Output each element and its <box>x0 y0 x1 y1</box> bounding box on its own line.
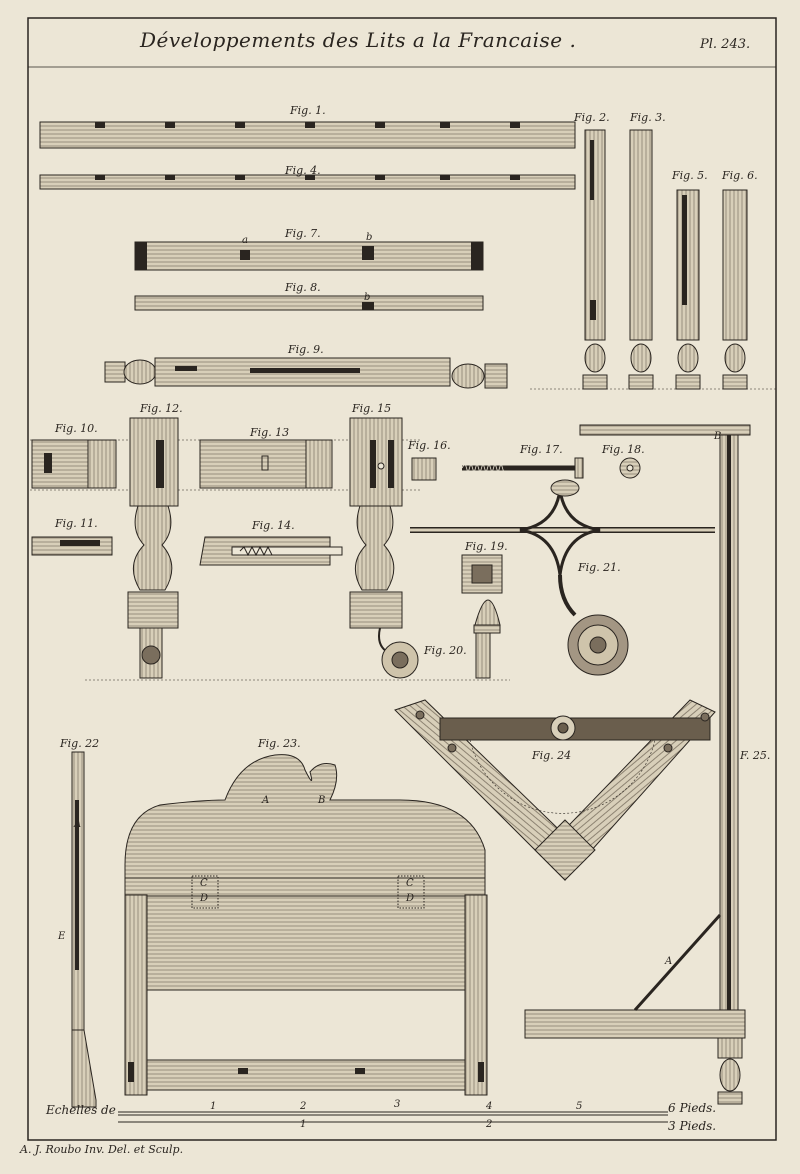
fig9-rail <box>104 357 508 389</box>
fig2-post <box>582 129 608 390</box>
letter-b-fig8: b <box>364 292 371 303</box>
fig17-label: Fig. 17. <box>520 443 563 456</box>
letter-C-left: C <box>200 878 208 889</box>
fig24-brace <box>394 699 716 881</box>
fig22-label: Fig. 22 <box>60 737 100 750</box>
fig19-label: Fig. 19. <box>465 540 508 553</box>
fig16-plate <box>411 457 437 481</box>
fig13-label: Fig. 13 <box>250 426 290 439</box>
fig8-label: Fig. 8. <box>285 281 321 294</box>
fig20-caster <box>473 599 501 679</box>
letter-B: B <box>318 795 326 806</box>
fig14-label: Fig. 14. <box>252 519 295 532</box>
fig6-post <box>722 189 748 390</box>
scale-bottom-tick-2: 2 <box>486 1119 493 1130</box>
fig11-part <box>31 536 113 556</box>
scale-6-pieds: 6 Pieds. <box>668 1101 717 1115</box>
fig12-label: Fig. 12. <box>140 402 183 415</box>
fig21-label: Fig. 21. <box>578 561 621 574</box>
fig25-label: F. 25. <box>740 749 771 762</box>
fig15-post <box>349 417 419 679</box>
fig3-label: Fig. 3. <box>630 111 666 124</box>
scale-tick-4: 4 <box>486 1101 493 1112</box>
letter-b-fig7: b <box>366 232 373 243</box>
fig17-screw <box>461 457 584 479</box>
letter-A-fig25: A <box>665 956 673 967</box>
scale-3-pieds: 3 Pieds. <box>668 1119 717 1133</box>
scale-tick-5: 5 <box>576 1101 583 1112</box>
fig9-label: Fig. 9. <box>288 343 324 356</box>
letter-D-right: D <box>406 893 415 904</box>
fig1-label: Fig. 1. <box>290 104 326 117</box>
scale-label: Echelles de <box>46 1103 116 1117</box>
scale-tick-2: 2 <box>300 1101 307 1112</box>
letter-B-fig25: B <box>714 431 722 442</box>
fig13-part <box>199 439 333 489</box>
letter-E: E <box>58 931 66 942</box>
fig4-label: Fig. 4. <box>285 164 321 177</box>
fig15-label: Fig. 15 <box>352 402 392 415</box>
fig2-label: Fig. 2. <box>574 111 610 124</box>
fig8-rail <box>134 295 484 311</box>
fig10-label: Fig. 10. <box>55 422 98 435</box>
fig25-post <box>524 424 751 1105</box>
letter-D-left: D <box>200 893 209 904</box>
fig23-label: Fig. 23. <box>258 737 301 750</box>
scale-bottom-tick-1: 1 <box>300 1119 307 1130</box>
fig24-label: Fig. 24 <box>532 749 572 762</box>
fig18-washer <box>619 457 641 479</box>
plate-border <box>27 17 777 1141</box>
fig7-label: Fig. 7. <box>285 227 321 240</box>
letter-A: A <box>262 795 270 806</box>
fig22-post <box>71 751 97 1108</box>
plate-number: Pl. 243. <box>700 37 751 52</box>
letter-a: a <box>242 235 248 246</box>
scale-bars <box>118 1111 668 1123</box>
fig20-label: Fig. 20. <box>424 644 467 657</box>
fig18-label: Fig. 18. <box>602 443 645 456</box>
fig16-label: Fig. 16. <box>408 439 451 452</box>
fig21-bracket <box>410 479 715 676</box>
fig14-part <box>199 536 343 566</box>
fig5-post <box>675 189 701 390</box>
fig3-post <box>628 129 654 390</box>
fig11-label: Fig. 11. <box>55 517 98 530</box>
letter-A-fig22: A <box>74 819 82 830</box>
fig7-rail <box>134 241 484 271</box>
fig19-plate <box>461 554 503 594</box>
fig10-part <box>31 439 117 489</box>
scale-tick-3: 3 <box>394 1099 401 1110</box>
fig4-rail <box>39 174 576 190</box>
plate-title: Développements des Lits a la Francaise . <box>140 28 577 52</box>
scale-tick-1: 1 <box>210 1101 217 1112</box>
fig5-label: Fig. 5. <box>672 169 708 182</box>
fig23-headboard <box>124 754 488 1096</box>
fig1-rail <box>39 121 576 149</box>
engraver-credit: A. J. Roubo Inv. Del. et Sculp. <box>20 1143 184 1156</box>
letter-C-right: C <box>406 878 414 889</box>
fig12-post <box>127 417 179 679</box>
fig6-label: Fig. 6. <box>722 169 758 182</box>
